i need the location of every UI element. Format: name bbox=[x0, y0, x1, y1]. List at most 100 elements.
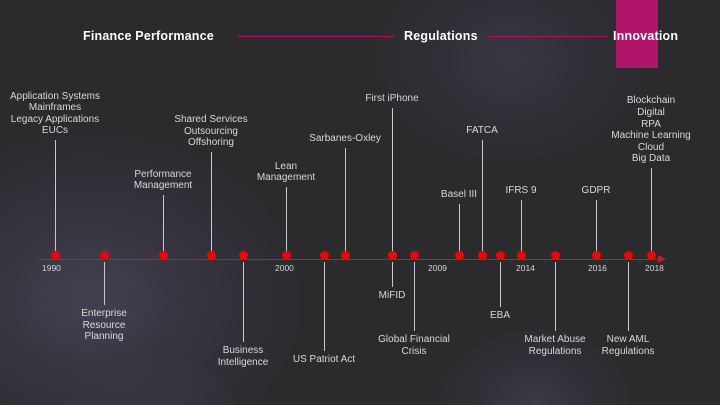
timeline-dot-basel-iii[interactable] bbox=[454, 251, 464, 260]
timeline-dot-global-financial-crisis[interactable] bbox=[409, 251, 419, 260]
timeline-label-line: Crisis bbox=[401, 345, 427, 357]
timeline-label-line: FATCA bbox=[466, 125, 498, 137]
timeline-stem-ifrs-9 bbox=[521, 200, 522, 258]
timeline-label-line: Enterprise bbox=[81, 308, 127, 319]
timeline-stem-business-intelligence bbox=[243, 262, 244, 342]
timeline-label-line: Blockchain bbox=[626, 95, 676, 107]
timeline-label-eba[interactable]: EBA bbox=[490, 310, 510, 322]
background-glow-top bbox=[380, 0, 640, 160]
timeline-stem-innovation-technologies bbox=[651, 168, 652, 258]
timeline-stem-eba bbox=[500, 262, 501, 307]
timeline-axis-line bbox=[38, 259, 662, 261]
timeline-label-line: Legacy Applications bbox=[10, 113, 100, 125]
timeline-stem-application-systems bbox=[55, 140, 56, 258]
timeline-label-line: New AML bbox=[606, 334, 650, 345]
phase-connector-rule bbox=[238, 36, 394, 37]
axis-year-2018: 2018 bbox=[645, 263, 664, 273]
phase-highlight-block-innovation bbox=[616, 0, 658, 68]
timeline-dot-business-intelligence[interactable] bbox=[238, 251, 248, 260]
timeline-dot-enterprise-resource-planning[interactable] bbox=[99, 251, 109, 260]
timeline-stem-enterprise-resource-planning bbox=[104, 262, 105, 305]
phase-title-regulations[interactable]: Regulations bbox=[404, 29, 478, 43]
timeline-dot-sarbanes-oxley[interactable] bbox=[340, 251, 350, 260]
timeline-label-line: GDPR bbox=[581, 185, 611, 197]
timeline-label-line: Basel III bbox=[440, 189, 478, 201]
timeline-label-line: US Patriot Act bbox=[292, 354, 356, 365]
timeline-label-line: Intelligence bbox=[217, 356, 269, 368]
timeline-dot-eba[interactable] bbox=[495, 251, 505, 260]
timeline-label-line: Cloud bbox=[637, 141, 665, 153]
timeline-dot-first-iphone[interactable] bbox=[387, 251, 397, 260]
timeline-label-first-iphone[interactable]: First iPhone bbox=[365, 93, 418, 105]
timeline-label-line: Offshoring bbox=[188, 137, 234, 149]
timeline-stem-us-patriot-act bbox=[324, 262, 325, 351]
timeline-label-line: Digital bbox=[637, 106, 665, 118]
timeline-dot-us-patriot-act[interactable] bbox=[319, 251, 329, 260]
background-glow-lower-left bbox=[60, 360, 240, 405]
phase-title-finance-performance[interactable]: Finance Performance bbox=[83, 29, 214, 43]
timeline-stem-new-aml-regulations bbox=[628, 262, 629, 331]
timeline-label-line: EUCs bbox=[41, 125, 69, 137]
axis-year-1990: 1990 bbox=[42, 263, 61, 273]
timeline-label-line: Business bbox=[222, 345, 264, 356]
timeline-label-line: Sarbanes-Oxley bbox=[309, 133, 381, 145]
timeline-stem-gdpr bbox=[596, 200, 597, 258]
timeline-dot-application-systems[interactable] bbox=[50, 251, 60, 260]
timeline-label-line: Machine Learning bbox=[611, 130, 691, 142]
timeline-label-mifid[interactable]: MiFID bbox=[379, 290, 406, 302]
timeline-label-line: Management bbox=[256, 172, 316, 184]
phase-title-innovation[interactable]: Innovation bbox=[613, 29, 679, 43]
timeline-axis-arrow-icon bbox=[658, 255, 666, 263]
timeline-label-line: Resource bbox=[82, 319, 126, 331]
timeline-label-fatca[interactable]: FATCA bbox=[466, 125, 497, 137]
phase-connector-rule bbox=[488, 36, 608, 37]
timeline-dot-ifrs-9[interactable] bbox=[516, 251, 526, 260]
timeline-dot-fatca[interactable] bbox=[477, 251, 487, 260]
timeline-dot-new-aml-regulations[interactable] bbox=[623, 251, 633, 260]
timeline-dot-market-abuse-regulations[interactable] bbox=[550, 251, 560, 260]
timeline-stem-fatca bbox=[482, 140, 483, 258]
timeline-label-line: Application Systems bbox=[9, 90, 101, 102]
timeline-label-sarbanes-oxley[interactable]: Sarbanes-Oxley bbox=[309, 133, 381, 145]
timeline-label-line: Big Data bbox=[631, 153, 671, 165]
timeline-label-gdpr[interactable]: GDPR bbox=[582, 185, 611, 197]
timeline-label-us-patriot-act[interactable]: US Patriot Act bbox=[293, 354, 355, 366]
timeline-label-line: Outsourcing bbox=[184, 125, 238, 137]
axis-year-2009: 2009 bbox=[428, 263, 447, 273]
timeline-stem-shared-services bbox=[211, 152, 212, 258]
timeline-label-line: Regulations bbox=[601, 345, 655, 357]
timeline-dot-lean-management[interactable] bbox=[281, 251, 291, 260]
timeline-label-basel-iii[interactable]: Basel III bbox=[441, 189, 477, 201]
timeline-stem-basel-iii bbox=[459, 204, 460, 258]
timeline-stem-performance-management bbox=[163, 195, 164, 258]
timeline-stem-market-abuse-regulations bbox=[555, 262, 556, 331]
timeline-label-line: EBA bbox=[489, 310, 511, 321]
timeline-dot-innovation-technologies[interactable] bbox=[646, 251, 656, 260]
timeline-label-ifrs-9[interactable]: IFRS 9 bbox=[505, 185, 536, 197]
timeline-label-line: Market Abuse bbox=[524, 334, 586, 345]
timeline-stem-sarbanes-oxley bbox=[345, 148, 346, 258]
timeline-label-line: Regulations bbox=[528, 345, 582, 357]
timeline-dot-performance-management[interactable] bbox=[158, 251, 168, 260]
timeline-label-line: Mainframes bbox=[28, 102, 82, 114]
axis-year-2016: 2016 bbox=[588, 263, 607, 273]
timeline-label-line: MiFID bbox=[378, 290, 406, 301]
timeline-label-line: Global Financial bbox=[378, 334, 450, 345]
timeline-label-line: Performance bbox=[134, 168, 192, 180]
timeline-dot-shared-services[interactable] bbox=[206, 251, 216, 260]
timeline-label-line: Management bbox=[133, 180, 193, 192]
timeline-stem-lean-management bbox=[286, 187, 287, 258]
axis-year-2014: 2014 bbox=[516, 263, 535, 273]
timeline-dot-gdpr[interactable] bbox=[591, 251, 601, 260]
